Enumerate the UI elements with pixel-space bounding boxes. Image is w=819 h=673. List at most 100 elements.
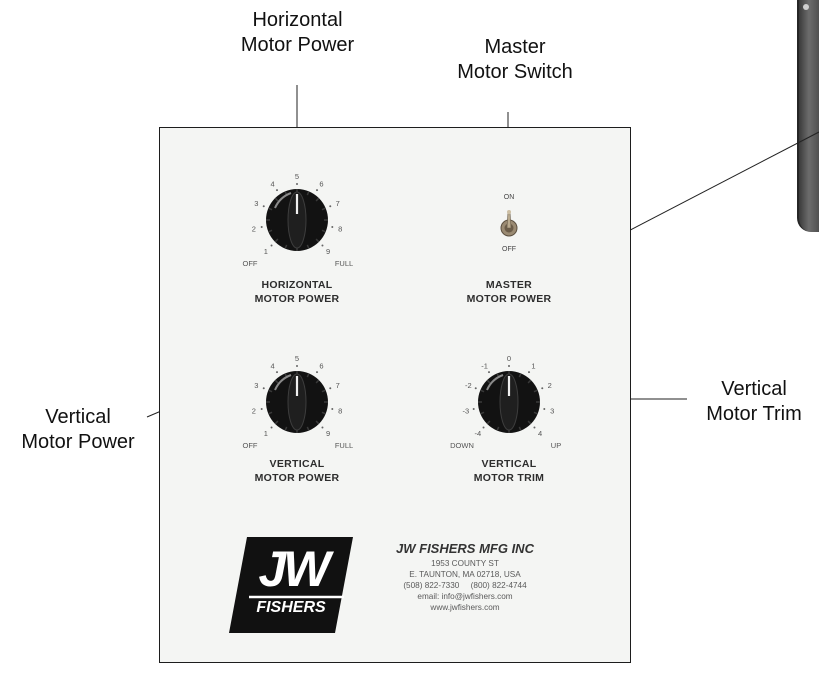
screw-icon bbox=[803, 4, 809, 10]
dial-tick-mark bbox=[260, 226, 263, 229]
knob-rib bbox=[268, 389, 273, 393]
knob-highlight bbox=[274, 192, 292, 209]
knob-highlight bbox=[274, 374, 292, 391]
dial-min-label: OFF bbox=[243, 259, 258, 268]
dial-tick-label: 4 bbox=[270, 361, 274, 370]
knob-rib bbox=[274, 197, 279, 202]
dial-tick-mark bbox=[275, 371, 278, 374]
knob-rib bbox=[321, 207, 326, 211]
label-line: MASTER bbox=[485, 279, 533, 291]
label-line: HORIZONTAL bbox=[261, 279, 333, 291]
dial-tick-label: 3 bbox=[550, 407, 554, 416]
label-line: MOTOR POWER bbox=[254, 472, 340, 484]
knob-rib bbox=[315, 238, 320, 243]
callout-master-motor-switch: Master Motor Switch bbox=[440, 35, 590, 85]
callout-line: Motor Trim bbox=[706, 403, 802, 425]
knob-grip bbox=[287, 191, 307, 249]
leader-panel-to-device bbox=[610, 131, 819, 241]
dial-tick-label: 8 bbox=[338, 225, 342, 234]
dial-tick-mark bbox=[296, 183, 298, 185]
dial-tick-label: 6 bbox=[319, 179, 323, 188]
vertical-trim-label: VERTICAL MOTOR TRIM bbox=[434, 457, 584, 485]
dial-tick-mark bbox=[331, 408, 334, 411]
dial-tick-mark bbox=[472, 408, 475, 411]
dial-tick-label: 3 bbox=[254, 199, 258, 208]
knob-rib bbox=[274, 238, 279, 243]
dial-tick-label: 2 bbox=[252, 407, 256, 416]
dial-tick-mark bbox=[321, 244, 324, 247]
dial-tick-label: 3 bbox=[254, 381, 258, 390]
label-line: VERTICAL bbox=[481, 458, 537, 470]
knob-rib bbox=[274, 379, 279, 384]
dial-tick-label: 1 bbox=[264, 429, 268, 438]
knob-rib bbox=[315, 197, 320, 202]
knob-rib bbox=[315, 379, 320, 384]
knob-rib bbox=[518, 373, 522, 378]
knob-rib bbox=[321, 229, 326, 233]
knob-rib bbox=[480, 411, 485, 415]
dial-tick-mark bbox=[331, 226, 334, 229]
company-phone: (508) 822-7330 (800) 822-4744 bbox=[403, 581, 527, 590]
dial-tick-label: 4 bbox=[270, 179, 274, 188]
knob-rib bbox=[527, 379, 532, 384]
dial-tick-label: 8 bbox=[338, 407, 342, 416]
dial-tick-mark bbox=[329, 387, 332, 390]
dial-tick-label: 9 bbox=[326, 429, 330, 438]
knob-rib bbox=[284, 426, 288, 431]
knob-rib bbox=[268, 229, 273, 233]
dial-tick-mark bbox=[270, 426, 273, 429]
callout-line: Master bbox=[484, 36, 546, 58]
knob-rib bbox=[533, 389, 538, 393]
dial-tick-mark bbox=[260, 408, 263, 411]
horizontal-power-label: HORIZONTAL MOTOR POWER bbox=[222, 278, 372, 306]
logo-jw-text: JW bbox=[258, 541, 331, 597]
dial-tick-label: 4 bbox=[538, 429, 542, 438]
master-motor-toggle-switch[interactable] bbox=[494, 204, 524, 244]
knob-rib bbox=[306, 426, 310, 431]
dial-tick-mark bbox=[296, 365, 298, 367]
company-web: www.jwfishers.com bbox=[430, 603, 500, 612]
label-line: MOTOR POWER bbox=[466, 293, 552, 305]
dial-tick-mark bbox=[270, 244, 273, 247]
callout-vertical-motor-trim: Vertical Motor Trim bbox=[690, 377, 818, 427]
knob-rib bbox=[486, 379, 491, 384]
dial-tick-mark bbox=[541, 387, 544, 390]
dial-tick-mark bbox=[474, 387, 477, 390]
dial-tick-label: 7 bbox=[336, 199, 340, 208]
dial-tick-label: 1 bbox=[264, 247, 268, 256]
callout-line: Vertical bbox=[721, 378, 787, 400]
switch-off-label: OFF bbox=[502, 246, 516, 253]
company-email: email: info@jwfishers.com bbox=[417, 592, 513, 601]
dial-tick-mark bbox=[508, 365, 510, 367]
dial-tick-label: 7 bbox=[336, 381, 340, 390]
knob-rib bbox=[268, 411, 273, 415]
dial-tick-mark bbox=[316, 189, 319, 192]
dial-min-label: DOWN bbox=[450, 441, 474, 450]
switch-on-label: ON bbox=[503, 194, 515, 201]
callout-line: Motor Power bbox=[21, 431, 135, 453]
company-name: JW FISHERS MFG INC bbox=[396, 541, 534, 556]
knob-highlight bbox=[486, 374, 504, 391]
vertical-power-label: VERTICAL MOTOR POWER bbox=[222, 457, 372, 485]
callout-vertical-motor-power: Vertical Motor Power bbox=[4, 405, 152, 455]
dial-tick-label: 6 bbox=[319, 361, 323, 370]
dial-tick-label: 5 bbox=[295, 354, 299, 363]
dial-max-label: FULL bbox=[335, 441, 353, 450]
knob-grip bbox=[287, 373, 307, 431]
dial-tick-label: 1 bbox=[531, 361, 535, 370]
dial-tick-mark bbox=[275, 189, 278, 192]
knob-rib bbox=[274, 420, 279, 425]
knob-rib bbox=[315, 420, 320, 425]
dial-tick-mark bbox=[533, 426, 536, 429]
knob-rib bbox=[527, 420, 532, 425]
dial-max-label: FULL bbox=[335, 259, 353, 268]
knob-rib bbox=[306, 244, 310, 249]
knob-rib bbox=[486, 420, 491, 425]
knob-rib bbox=[480, 389, 485, 393]
dial-tick-label: 2 bbox=[252, 225, 256, 234]
logo-fishers-text: FISHERS bbox=[256, 599, 326, 616]
